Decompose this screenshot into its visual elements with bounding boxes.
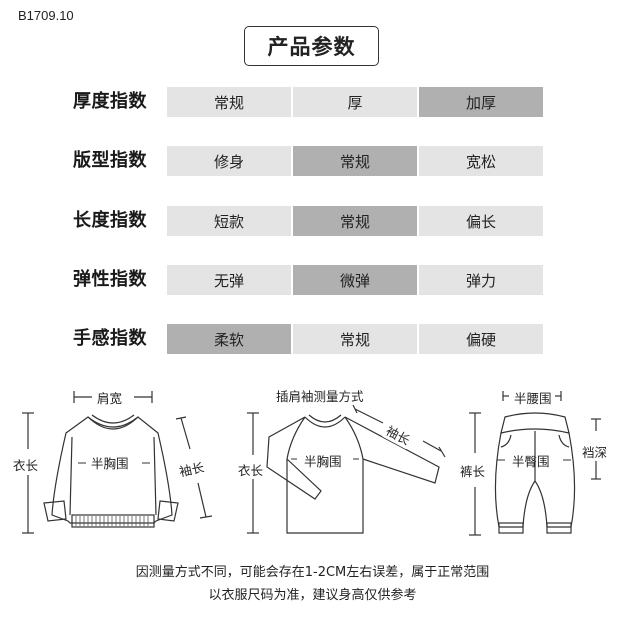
half-chest-label: 半胸围 bbox=[91, 456, 129, 471]
param-option-selected: 常规 bbox=[293, 146, 417, 176]
product-code: B1709.10 bbox=[18, 8, 74, 23]
half-hip-label: 半臀围 bbox=[512, 454, 550, 469]
param-label: 厚度指数 bbox=[73, 91, 147, 112]
pants-illustration-icon bbox=[469, 391, 601, 536]
measurement-note: 因测量方式不同，可能会存在1-2CM左右误差，属于正常范围 bbox=[135, 565, 490, 580]
param-label: 手感指数 bbox=[73, 328, 147, 349]
raglan-diagram: 插肩袖测量方式 衣长 半胸围 袖长 bbox=[225, 375, 455, 545]
param-option: 短款 bbox=[167, 206, 291, 236]
body-length-label: 衣长 bbox=[237, 460, 265, 479]
shoulder-width-label: 肩宽 bbox=[96, 388, 124, 407]
param-option-selected: 柔软 bbox=[167, 324, 291, 354]
crotch-depth-label: 裆深 bbox=[581, 442, 609, 461]
body-length-label: 衣长 bbox=[12, 455, 40, 474]
sweater-diagram: 肩宽 衣长 半胸围 袖长 bbox=[0, 375, 230, 545]
param-label: 弹性指数 bbox=[73, 269, 147, 290]
param-option: 无弹 bbox=[167, 265, 291, 295]
size-note: 以衣服尺码为准，建议身高仅供参考 bbox=[208, 588, 417, 603]
pants-diagram: 半腰围 裤长 半臀围 裆深 bbox=[445, 375, 625, 545]
param-option-selected: 加厚 bbox=[419, 87, 543, 117]
param-row-length: 长度指数 短款 常规 偏长 bbox=[0, 206, 625, 236]
param-option: 常规 bbox=[293, 324, 417, 354]
param-row-feel: 手感指数 柔软 常规 偏硬 bbox=[0, 324, 625, 354]
half-chest-label: 半胸围 bbox=[304, 454, 342, 469]
param-row-thickness: 厚度指数 常规 厚 加厚 bbox=[0, 87, 625, 117]
param-option: 常规 bbox=[167, 87, 291, 117]
param-row-fit: 版型指数 修身 常规 宽松 bbox=[0, 146, 625, 176]
param-label: 版型指数 bbox=[73, 150, 147, 171]
param-option-selected: 微弹 bbox=[293, 265, 417, 295]
param-option: 修身 bbox=[167, 146, 291, 176]
param-option: 偏长 bbox=[419, 206, 543, 236]
param-option-selected: 常规 bbox=[293, 206, 417, 236]
param-option: 弹力 bbox=[419, 265, 543, 295]
param-option: 宽松 bbox=[419, 146, 543, 176]
param-row-elasticity: 弹性指数 无弹 微弹 弹力 bbox=[0, 265, 625, 295]
raglan-title-label: 插肩袖测量方式 bbox=[275, 386, 365, 405]
param-label: 长度指数 bbox=[73, 210, 147, 231]
param-option: 偏硬 bbox=[419, 324, 543, 354]
page-title: 产品参数 bbox=[244, 26, 379, 66]
param-option: 厚 bbox=[293, 87, 417, 117]
pants-length-label: 裤长 bbox=[459, 461, 487, 480]
half-waist-label: 半腰围 bbox=[513, 388, 553, 407]
sweater-illustration-icon bbox=[22, 391, 213, 534]
